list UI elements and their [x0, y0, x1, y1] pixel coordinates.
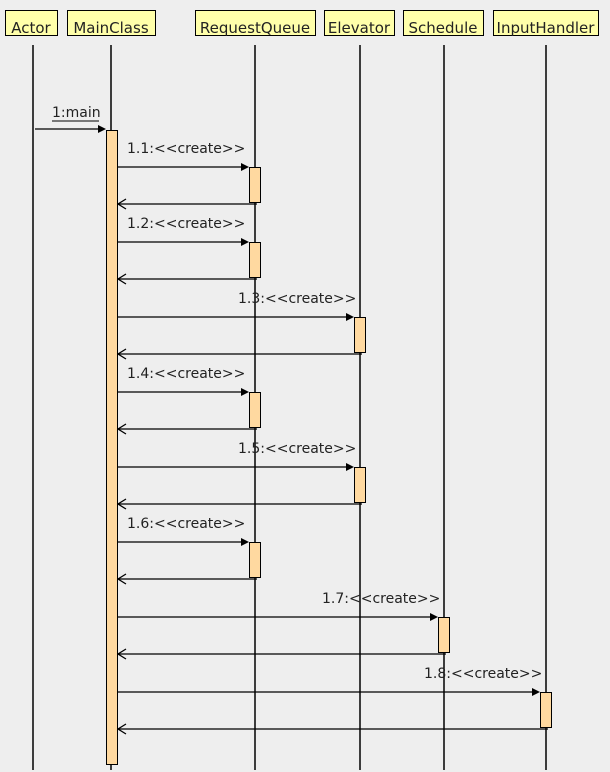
participant-schedule: Schedule: [403, 10, 484, 37]
message-label: 1.8:<<create>>: [424, 666, 542, 682]
message-5: 1.4:<<create>>: [116, 366, 261, 435]
message-3: 1.2:<<create>>: [116, 216, 261, 285]
participant-elevator: Elevator: [324, 10, 395, 37]
message-1: 1:main: [35, 105, 106, 133]
message-2: 1.1:<<create>>: [116, 141, 261, 210]
message-6: 1.5:<<create>>: [116, 441, 366, 510]
message-9: 1.8:<<create>>: [116, 666, 552, 735]
activation-queue: [249, 242, 261, 278]
call-arrow-head: [346, 313, 354, 321]
participant-label: Schedule: [409, 19, 478, 37]
message-label: 1.4:<<create>>: [127, 366, 245, 382]
participant-label: RequestQueue: [200, 19, 310, 37]
return-arrow-head: [116, 273, 127, 285]
activation-queue: [249, 542, 261, 578]
participant-queue: RequestQueue: [195, 10, 316, 37]
call-arrow-head: [241, 538, 249, 546]
activation-elevator: [354, 467, 366, 503]
participant-label: Elevator: [328, 19, 391, 37]
call-arrow-head: [532, 688, 540, 696]
participant-box: [5, 10, 58, 36]
call-arrow-head: [98, 125, 106, 133]
participant-box: [324, 10, 395, 36]
message-label: 1:main: [52, 105, 101, 121]
call-arrow-head: [241, 163, 249, 171]
message-label: 1.3:<<create>>: [238, 291, 356, 307]
activation-main: [106, 130, 118, 765]
participant-label: MainClass: [73, 19, 148, 37]
call-arrow-head: [346, 463, 354, 471]
activation-schedule: [438, 617, 450, 653]
message-label: 1.5:<<create>>: [238, 441, 356, 457]
activation-queue: [249, 167, 261, 203]
message-label: 1.7:<<create>>: [322, 591, 440, 607]
activation-queue: [249, 392, 261, 428]
call-arrow-head: [430, 613, 438, 621]
participant-headers: Actor MainClass RequestQueue Elevator Schedu…: [5, 10, 599, 37]
activation-elevator: [354, 317, 366, 353]
participant-label: InputHandler: [497, 19, 596, 37]
participant-box: [493, 10, 599, 36]
participant-main: MainClass: [67, 10, 156, 37]
participant-label: Actor: [11, 19, 51, 37]
call-arrow-head: [241, 388, 249, 396]
message-label: 1.2:<<create>>: [127, 216, 245, 232]
return-arrow-head: [116, 423, 127, 435]
message-label: 1.6:<<create>>: [127, 516, 245, 532]
participant-actor: Actor: [5, 10, 58, 37]
messages: 1:main 1.1:<<create>> 1.2:<<create>> 1.3:<<…: [35, 105, 552, 735]
activation-bars: [106, 130, 118, 765]
return-arrow-head: [116, 498, 127, 510]
return-arrow-head: [116, 573, 127, 585]
participant-box: [67, 10, 156, 36]
participant-input: InputHandler: [493, 10, 599, 37]
participant-box: [195, 10, 316, 36]
message-label: 1.1:<<create>>: [127, 141, 245, 157]
call-arrow-head: [241, 238, 249, 246]
return-arrow-head: [116, 348, 127, 360]
activation-input: [540, 692, 552, 728]
message-8: 1.7:<<create>>: [116, 591, 450, 660]
message-7: 1.6:<<create>>: [116, 516, 261, 585]
participant-box: [403, 10, 484, 36]
return-arrow-head: [116, 723, 127, 735]
message-4: 1.3:<<create>>: [116, 291, 366, 360]
return-arrow-head: [116, 648, 127, 660]
return-arrow-head: [116, 198, 127, 210]
